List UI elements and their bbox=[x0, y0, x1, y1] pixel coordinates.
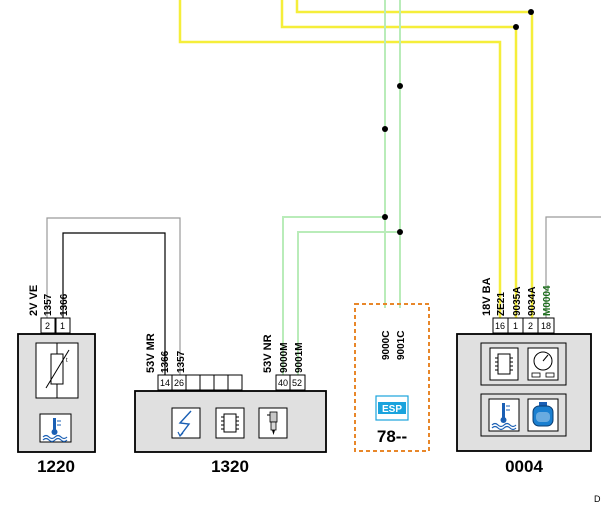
ecu-chip-icon bbox=[489, 347, 519, 381]
pin-number: 1 bbox=[60, 321, 65, 331]
splice-dot bbox=[513, 24, 519, 30]
pin-number: 40 bbox=[278, 378, 288, 388]
wire-label: ZE21 bbox=[496, 292, 507, 316]
coolant-temperature-icon bbox=[39, 413, 72, 443]
wire-9034a bbox=[295, 0, 534, 318]
wire-label: 9001M bbox=[294, 342, 305, 373]
connector-pin-box bbox=[55, 317, 71, 334]
component-id: 0004 bbox=[505, 457, 543, 476]
temperature-sensor-icon: t bbox=[35, 342, 79, 399]
pin-number: 18 bbox=[541, 321, 551, 331]
harness-label: 53V NR bbox=[262, 334, 274, 373]
wire-1357 bbox=[46, 217, 181, 375]
pin-number: 26 bbox=[174, 378, 184, 388]
wire-label: 1366 bbox=[160, 350, 171, 373]
gauge-icon bbox=[527, 347, 559, 381]
connector-pin-box bbox=[185, 374, 201, 391]
wire-label: 9000M bbox=[279, 342, 290, 373]
coolant-temperature-icon bbox=[488, 398, 520, 432]
splice-dot bbox=[382, 126, 388, 132]
connector-pin-box bbox=[199, 374, 215, 391]
wire-label: 9001C bbox=[396, 331, 407, 360]
wire-m0004 bbox=[545, 216, 601, 318]
splice-dot bbox=[397, 229, 403, 235]
wire-label: 1357 bbox=[43, 293, 54, 316]
component-0004[interactable]: 18V BA ZE21 9035A 9034A M0004 16 1 2 18 bbox=[456, 277, 592, 476]
ignition-icon bbox=[171, 407, 201, 439]
harness-label: 53V MR bbox=[145, 333, 157, 373]
wire-9001m bbox=[297, 231, 400, 375]
component-1320[interactable]: 53V MR 1366 1357 14 26 53V NR 9000M 9001… bbox=[134, 333, 327, 476]
connector-pin-box bbox=[289, 374, 306, 391]
harness-label: 18V BA bbox=[481, 277, 493, 316]
wire-label: 9034A bbox=[527, 287, 538, 316]
component-1220[interactable]: 2V VE 1357 1366 2 1 t 1220 bbox=[17, 285, 96, 476]
wire-label: 9000C bbox=[381, 331, 392, 360]
pin-number: 14 bbox=[160, 378, 170, 388]
component-78[interactable]: 9000C 9001C ESP 78-- bbox=[354, 303, 430, 452]
wire-label: M0004 bbox=[542, 285, 553, 316]
wire-1366 bbox=[62, 232, 166, 375]
component-id: 1320 bbox=[211, 457, 249, 476]
wire-label: 1357 bbox=[176, 350, 187, 373]
svg-text:t: t bbox=[66, 358, 68, 364]
harness-label: 2V VE bbox=[28, 285, 40, 316]
pin-number: 2 bbox=[45, 321, 50, 331]
wire-ze21 bbox=[178, 0, 502, 318]
pin-number: 1 bbox=[513, 321, 518, 331]
corner-label: D bbox=[594, 494, 601, 504]
coolant-reservoir-icon bbox=[527, 398, 559, 432]
component-id: 1220 bbox=[37, 457, 75, 476]
connector-pin-box bbox=[537, 317, 555, 334]
pin-number: 16 bbox=[495, 321, 505, 331]
wires bbox=[46, 0, 601, 375]
connector-pin-box bbox=[213, 374, 229, 391]
ecu-chip-icon bbox=[215, 407, 245, 439]
wire-9000m bbox=[282, 216, 385, 375]
pin-number: 2 bbox=[528, 321, 533, 331]
splice-dot bbox=[528, 9, 534, 15]
connector-pin-box bbox=[40, 317, 56, 334]
esp-badge-icon: ESP bbox=[375, 395, 409, 421]
splice-dot bbox=[397, 83, 403, 89]
esp-badge-label: ESP bbox=[382, 404, 402, 415]
splice-dot bbox=[382, 214, 388, 220]
wire-label: 1366 bbox=[59, 293, 70, 316]
injector-icon bbox=[258, 407, 288, 439]
pin-number: 52 bbox=[292, 378, 302, 388]
wire-label: 9035A bbox=[512, 287, 523, 316]
optional-component-outline bbox=[354, 303, 430, 452]
connector-pin-box bbox=[227, 374, 243, 391]
component-id: 78-- bbox=[377, 427, 407, 446]
